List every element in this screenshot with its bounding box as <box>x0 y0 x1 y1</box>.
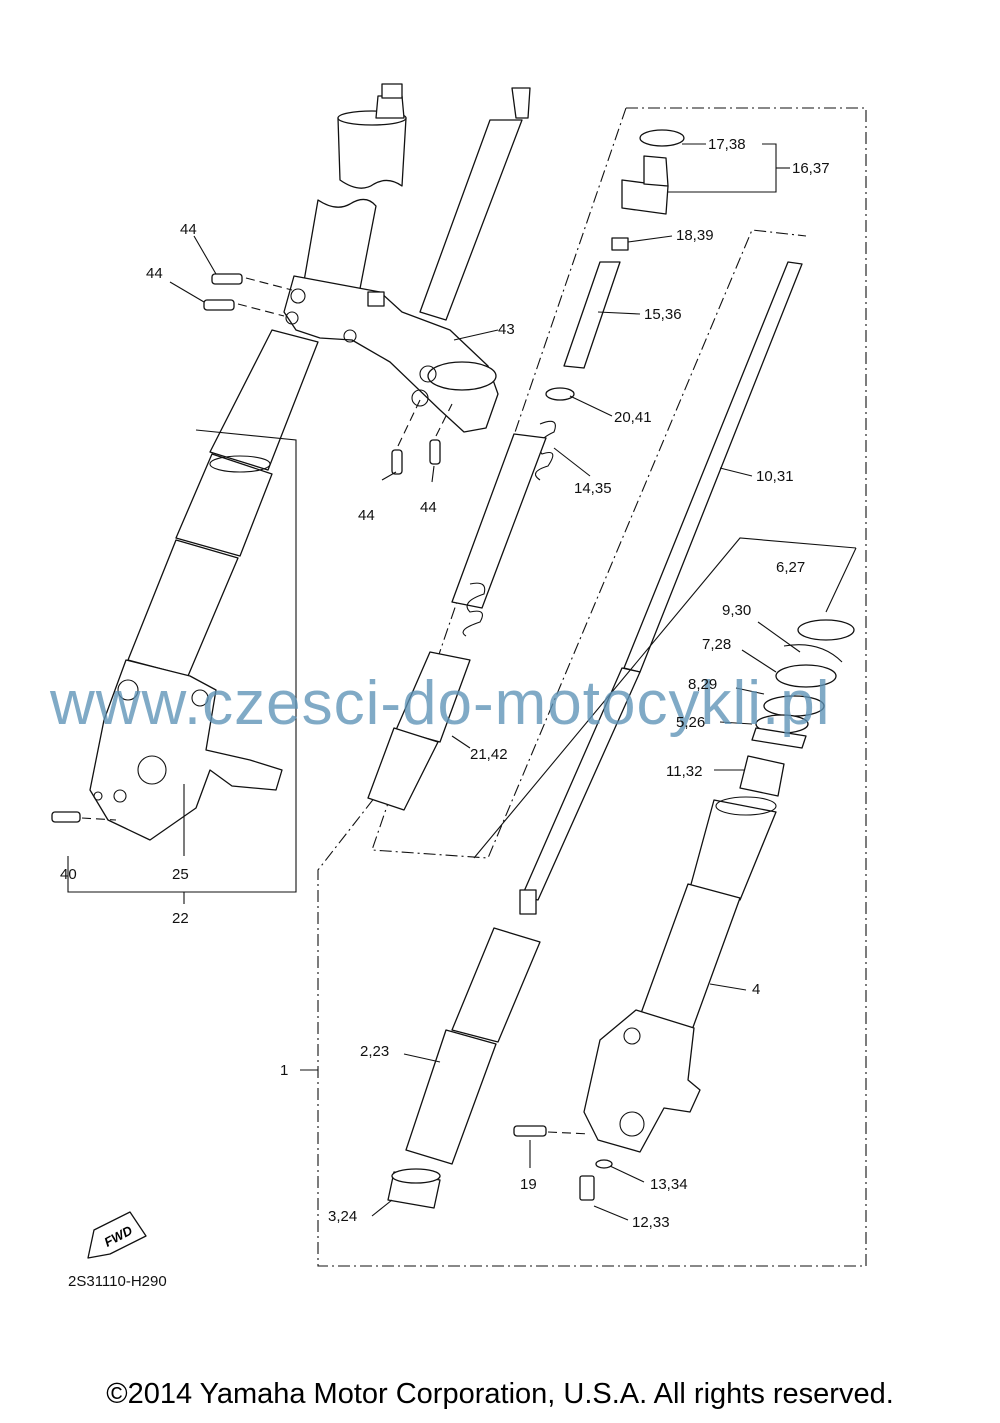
callout-7-28: 7,28 <box>702 636 732 653</box>
callout-1: 1 <box>280 1062 289 1079</box>
callout-17-38: 17,38 <box>708 136 746 153</box>
steering-stem-and-clamp <box>283 87 531 433</box>
callout-6-27: 6,27 <box>776 559 806 576</box>
callout-8-29: 8,29 <box>688 676 718 693</box>
callout-15-36: 15,36 <box>644 306 682 323</box>
callout-20-41: 20,41 <box>614 409 652 426</box>
diagram-code: 2S31110-H290 <box>68 1273 167 1290</box>
callout-10-31: 10,31 <box>756 468 794 485</box>
callout-4: 4 <box>752 981 761 998</box>
callout-44-bottom-right: 44 <box>420 499 437 516</box>
watermark-text: www.czesci-do-motocykli.pl <box>50 669 831 738</box>
outer-tube-parts <box>513 619 855 1201</box>
callout-44-top: 44 <box>180 221 197 238</box>
callout-2-23: 2,23 <box>360 1043 390 1060</box>
group-outline-1 <box>317 107 867 1267</box>
callout-11-32: 11,32 <box>666 763 703 780</box>
callout-21-42: 21,42 <box>470 746 508 763</box>
callout-44-left: 44 <box>146 265 163 282</box>
callout-44-bottom-left: 44 <box>358 507 375 524</box>
callout-12-33: 12,33 <box>632 1214 670 1231</box>
callout-22: 22 <box>172 910 189 927</box>
callout-40: 40 <box>60 866 77 883</box>
callout-9-30: 9,30 <box>722 602 752 619</box>
callout-19: 19 <box>520 1176 537 1193</box>
callout-16-37: 16,37 <box>792 160 830 177</box>
leader-lines <box>67 143 857 1221</box>
callout-14-35: 14,35 <box>574 480 612 497</box>
callout-18-39: 18,39 <box>676 227 714 244</box>
callout-5-26: 5,26 <box>676 714 706 731</box>
fwd-arrow-badge: FWD <box>87 1211 147 1259</box>
clamp-bolts <box>51 273 441 823</box>
callout-25: 25 <box>172 866 189 883</box>
callout-13-34: 13,34 <box>650 1176 688 1193</box>
copyright-notice: ©2014 Yamaha Motor Corporation, U.S.A. A… <box>106 1378 894 1410</box>
callout-3-24: 3,24 <box>328 1208 358 1225</box>
callout-43: 43 <box>498 321 515 338</box>
cartridge-parts <box>367 129 803 1209</box>
